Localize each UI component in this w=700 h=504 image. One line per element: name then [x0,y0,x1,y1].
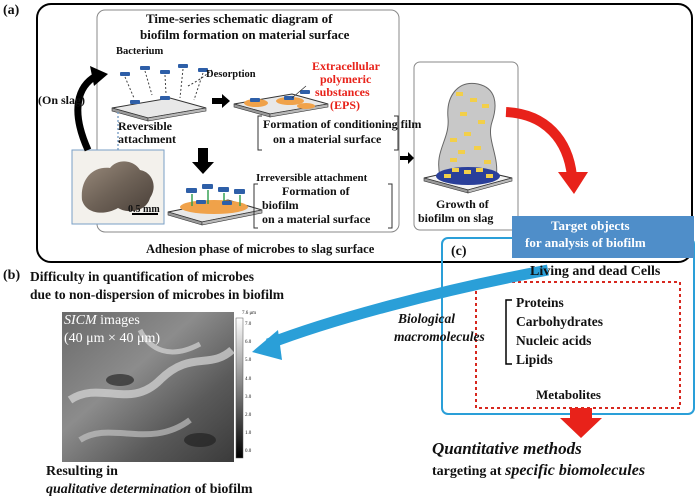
targeting-line: targeting at specific biomolecules [432,462,645,480]
bacterium-label: Bacterium [116,46,164,57]
biofilm-plate [167,184,263,226]
conditioning-label-line2: on a material surface [273,132,382,146]
eps-label-line2: polymeric [320,72,372,86]
target-objects-line1: Target objects [551,218,630,233]
sicm-suffix: images [96,313,140,328]
panel-a-frame [36,3,693,263]
difficulty-line2: due to non-dispersion of microbes in bio… [30,287,285,302]
step-arrow-growth [400,152,414,164]
reversible-plate [111,97,207,122]
eps-label-line4: (EPS) [330,98,360,112]
blue-arrow-to-sicm [266,264,550,350]
metabolites-label: Metabolites [536,387,601,402]
slag-photo [71,149,165,225]
panel-c-label: (c) [451,244,467,259]
macromolecule-item: Lipids [516,352,553,367]
growth-biofilm [423,82,513,194]
resulting-rest: of biofilm [191,482,253,497]
schematic-title-line2: biofilm formation on material surface [140,27,350,42]
eps-pointer [291,85,307,99]
bio-macro-line1: Biological [398,311,455,326]
on-slag-arrow [74,72,98,152]
quantitative-methods: Quantitative methods [432,439,582,458]
step-arrow-1 [212,94,230,108]
colorbar-tick-label: 2.0 [245,413,252,418]
scale-bar-label: 0.5 mm [128,204,160,215]
macromolecule-item: Nucleic acids [516,333,592,348]
macromolecule-item: Carbohydrates [516,314,603,329]
bacteria-falling [120,64,208,104]
red-curved-arrow [505,107,577,177]
eps-label-line3: substances [315,85,370,99]
targeting-prefix: targeting at [432,464,506,479]
specific-biomolecules: specific biomolecules [505,462,646,479]
sicm-name: SICM [64,313,97,328]
living-dead-cells: Living and dead Cells [530,264,661,279]
sicm-size: (40 μm × 40 μm) [64,331,161,346]
resulting-emphasis: qualitative determination [46,482,192,497]
target-objects-box [512,216,694,258]
difficulty-line1: Difficulty in quantification of microbes [30,269,254,284]
colorbar-tick-label: 6.0 [245,340,252,346]
biofilm-bracket [253,183,258,229]
growth-label-line1: Growth of [436,197,489,211]
resulting-line1: Resulting in [46,464,118,479]
macromolecule-bracket [505,299,512,365]
biofilm-label-line2: biofilm [262,198,299,212]
colorbar-top-label: 7.6 μm [242,311,257,316]
on-slag-label: (On slag) [38,93,86,107]
adhesion-caption: Adhesion phase of microbes to slag surfa… [146,242,375,256]
conditioning-label-line1: Formation of conditioning film [263,117,422,131]
colorbar-tick-label: 3.0 [245,394,252,400]
desorption-arrow [187,69,213,87]
eps-label-line1: Extracellular [312,59,380,73]
irreversible-label: Irreversible attachment [256,172,368,184]
schematic-title-line1: Time-series schematic diagram of [146,11,333,26]
panel-b-label: (b) [3,268,21,283]
biofilm-label-line1: Formation of [282,184,350,198]
desorption-label: Desorption [206,69,256,80]
macromolecule-item: Proteins [516,295,564,310]
target-objects-line2: for analysis of biofilm [525,235,646,250]
conditioning-bracket [257,115,262,151]
growth-label-line2: biofilm on slag [418,211,494,225]
red-down-arrow [560,408,602,438]
colorbar-tick-label: 1.0 [245,431,252,437]
reversible-label-line1: Reversible [118,119,172,133]
panel-a-label: (a) [3,3,20,18]
colorbar-tick-label: 7.0 [245,322,252,327]
colorbar-tick-label: 5.0 [245,358,252,364]
bio-macro-line2: macromolecules [394,329,485,344]
colorbar-tick-label: 0.0 [245,449,252,455]
step-arrow-down [192,148,214,174]
reversible-label-line2: attachment [118,132,176,146]
sicm-caption: SICM images [64,313,140,328]
conditioning-plate [233,90,329,118]
resulting-line2: qualitative determination of biofilm [46,482,253,497]
sicm-image [62,312,244,462]
colorbar-tick-label: 4.0 [245,376,252,382]
biofilm-label-line3: on a material surface [262,212,371,226]
schematic-box [96,9,400,233]
